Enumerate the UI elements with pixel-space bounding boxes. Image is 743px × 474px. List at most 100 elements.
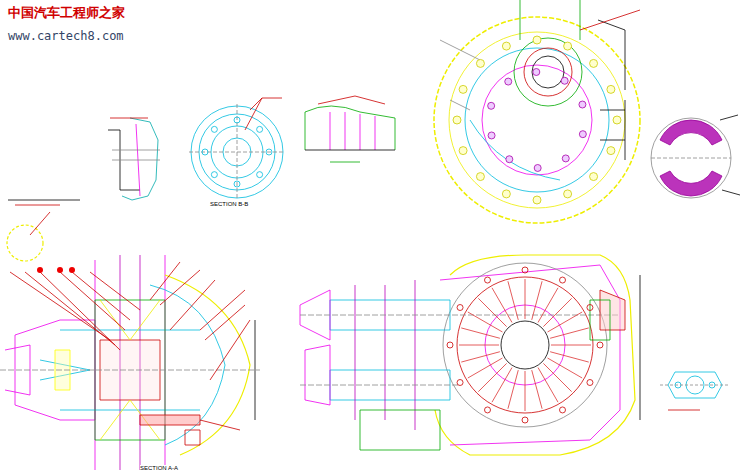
differential-gear-part [508,281,518,320]
bolt-circle-part [234,117,240,123]
callout-balloons-part [37,267,43,273]
differential-gear-part [461,328,500,338]
housing-bolt-circle-part [533,36,541,44]
housing-bolt-circle-part [562,155,569,162]
axle-assembly-plan-part [300,315,620,385]
differential-gear-part [468,312,503,332]
section-b-b-view-part [250,98,282,110]
bolt-circle-part [211,126,217,132]
differential-gear-part [525,371,526,411]
section-label: SECTION B-B [210,201,248,208]
housing-bolt-circle-part [502,190,510,198]
bearing-cap-part [660,385,730,386]
housing-bolt-circle-part [607,85,615,93]
section-b-b-view-part [245,98,262,130]
differential-gear-part [478,298,506,326]
axle-assembly-plan-part [443,263,607,427]
housing-bolt-circle-part [579,101,586,108]
axle-assembly-plan-part [457,277,593,413]
differential-gear-part [461,352,500,362]
section-a-a-view-part [185,430,200,445]
thrust-ring-part [720,115,740,195]
housing-bolt-circle-part [533,69,540,76]
differential-gear-part [459,345,499,346]
housing-bolt-circle-part [590,173,598,181]
differential-gear-part [492,368,512,403]
differential-gear-part [478,363,506,391]
section-a-a-view-part [255,320,256,420]
differential-gear-part [548,312,583,332]
differential-gear-part [548,358,583,378]
bolt-circle-part [257,172,263,178]
section-a-a-view-part [165,275,250,455]
housing-bolt-circle-part [488,102,495,109]
carrier-housing-plan-part [514,38,582,106]
watermark-url: www.cartech8.com [8,30,124,43]
leader-lines-part [10,272,130,350]
section-b-b-view [189,98,285,200]
bolt-circle-part [211,172,217,178]
bearing-cap [660,372,730,410]
bearing-cap-part [668,410,700,411]
plug-detail [7,200,80,261]
carrier-housing-plan-part [440,40,480,110]
bracket-detail [108,118,160,200]
bracket-detail-part [110,118,148,119]
differential-gear-part [485,277,491,283]
differential-gear-part [522,417,528,423]
section-a-a-view-part [95,255,165,470]
bolt-circle [202,117,272,187]
differential-gear-part [538,288,558,323]
section-a-a-view-part [0,370,260,371]
differential-gear-part [485,407,491,413]
housing-bolt-circle-part [506,156,513,163]
housing-bolt-circle-part [459,147,467,155]
differential-gear [447,267,603,423]
housing-bolt-circle-part [459,85,467,93]
carrier-housing-plan [434,0,640,223]
differential-gear-part [457,380,463,386]
housing-bolt-circle-part [613,116,621,124]
differential-gear-part [508,370,518,409]
bolt-circle-part [234,181,240,187]
differential-gear-part [532,281,542,320]
thrust-ring-part [660,171,722,196]
differential-gear-part [551,345,591,346]
differential-gear-part [525,279,526,319]
carrier-housing-plan-part [482,65,592,175]
housing-bolt-circle-part [579,131,586,138]
housing-bolt-circle-part [590,59,598,67]
carrier-housing-plan-part [598,20,625,160]
axle-assembly-plan-part [600,290,625,330]
carrier-housing-plan-part [434,17,640,223]
differential-gear-part [560,277,566,283]
housing-bolt-circle-part [476,59,484,67]
housing-bolt-circle-part [564,42,572,50]
differential-gear-part [543,298,571,326]
bracket-detail-part [122,118,158,200]
partial-section-part [305,150,395,151]
plug-detail-part [15,205,60,235]
differential-gear-part [597,342,603,348]
housing-bolt-circle-part [453,116,461,124]
differential-gear-part [447,342,453,348]
differential-gear-part [550,328,589,338]
differential-gear-part [468,358,503,378]
partial-section-part [330,162,360,163]
housing-bolt-circle-part [533,196,541,204]
leader-lines-part [90,262,215,330]
housing-bolt-circle-part [505,78,512,85]
carrier-housing-plan-part [524,48,572,96]
differential-gear-part [587,305,593,311]
callout-balloons-part [69,267,75,273]
bolt-circle-part [266,149,272,155]
thrust-ring-part [651,118,731,198]
carrier-housing-plan-part [470,120,560,180]
bolt-circle-part [257,126,263,132]
axle-assembly-plan-part [355,280,415,430]
axle-assembly-plan-part [360,410,440,450]
thrust-ring-part [651,158,731,159]
section-a-a-view-part [140,415,200,425]
